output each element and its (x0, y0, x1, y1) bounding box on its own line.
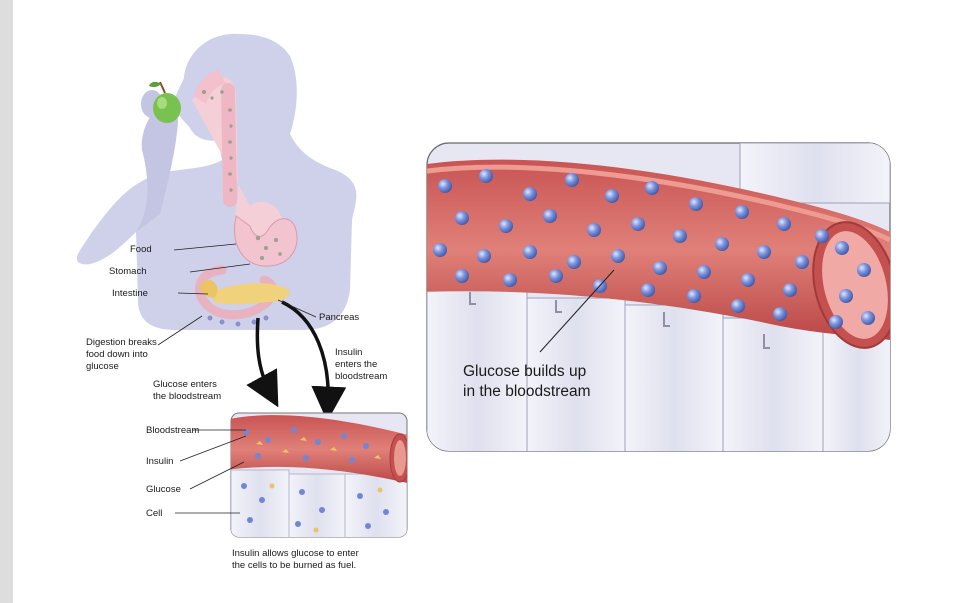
caption-line1: Insulin allows glucose to enter (232, 548, 359, 559)
caption-line2: the cells to be burned as fuel. (232, 560, 356, 571)
inset-small-cells (175, 413, 412, 540)
label-digestion-line1: Digestion breaks (86, 337, 157, 348)
label-insulin-enters-line1: Insulin (335, 347, 362, 358)
label-food: Food (130, 244, 152, 255)
label-glucose-enters-line1: Glucose enters (153, 379, 217, 390)
label-glucose: Glucose (146, 484, 181, 495)
label-digestion-line3: glucose (86, 361, 119, 372)
label-digestion-line2: food down into (86, 349, 148, 360)
label-builds-up-line2: in the bloodstream (463, 383, 591, 400)
label-pancreas: Pancreas (319, 312, 359, 323)
label-insulin-enters-line2: enters the (335, 359, 377, 370)
label-glucose-enters-line2: the bloodstream (153, 391, 221, 402)
inset-large-bloodstream (420, 143, 909, 460)
label-builds-up-line1: Glucose builds up (463, 363, 586, 380)
label-intestine: Intestine (112, 288, 148, 299)
label-stomach: Stomach (109, 266, 147, 277)
label-cell: Cell (146, 508, 162, 519)
label-insulin: Insulin (146, 456, 173, 467)
label-bloodstream: Bloodstream (146, 425, 199, 436)
label-insulin-enters-line3: bloodstream (335, 371, 387, 382)
